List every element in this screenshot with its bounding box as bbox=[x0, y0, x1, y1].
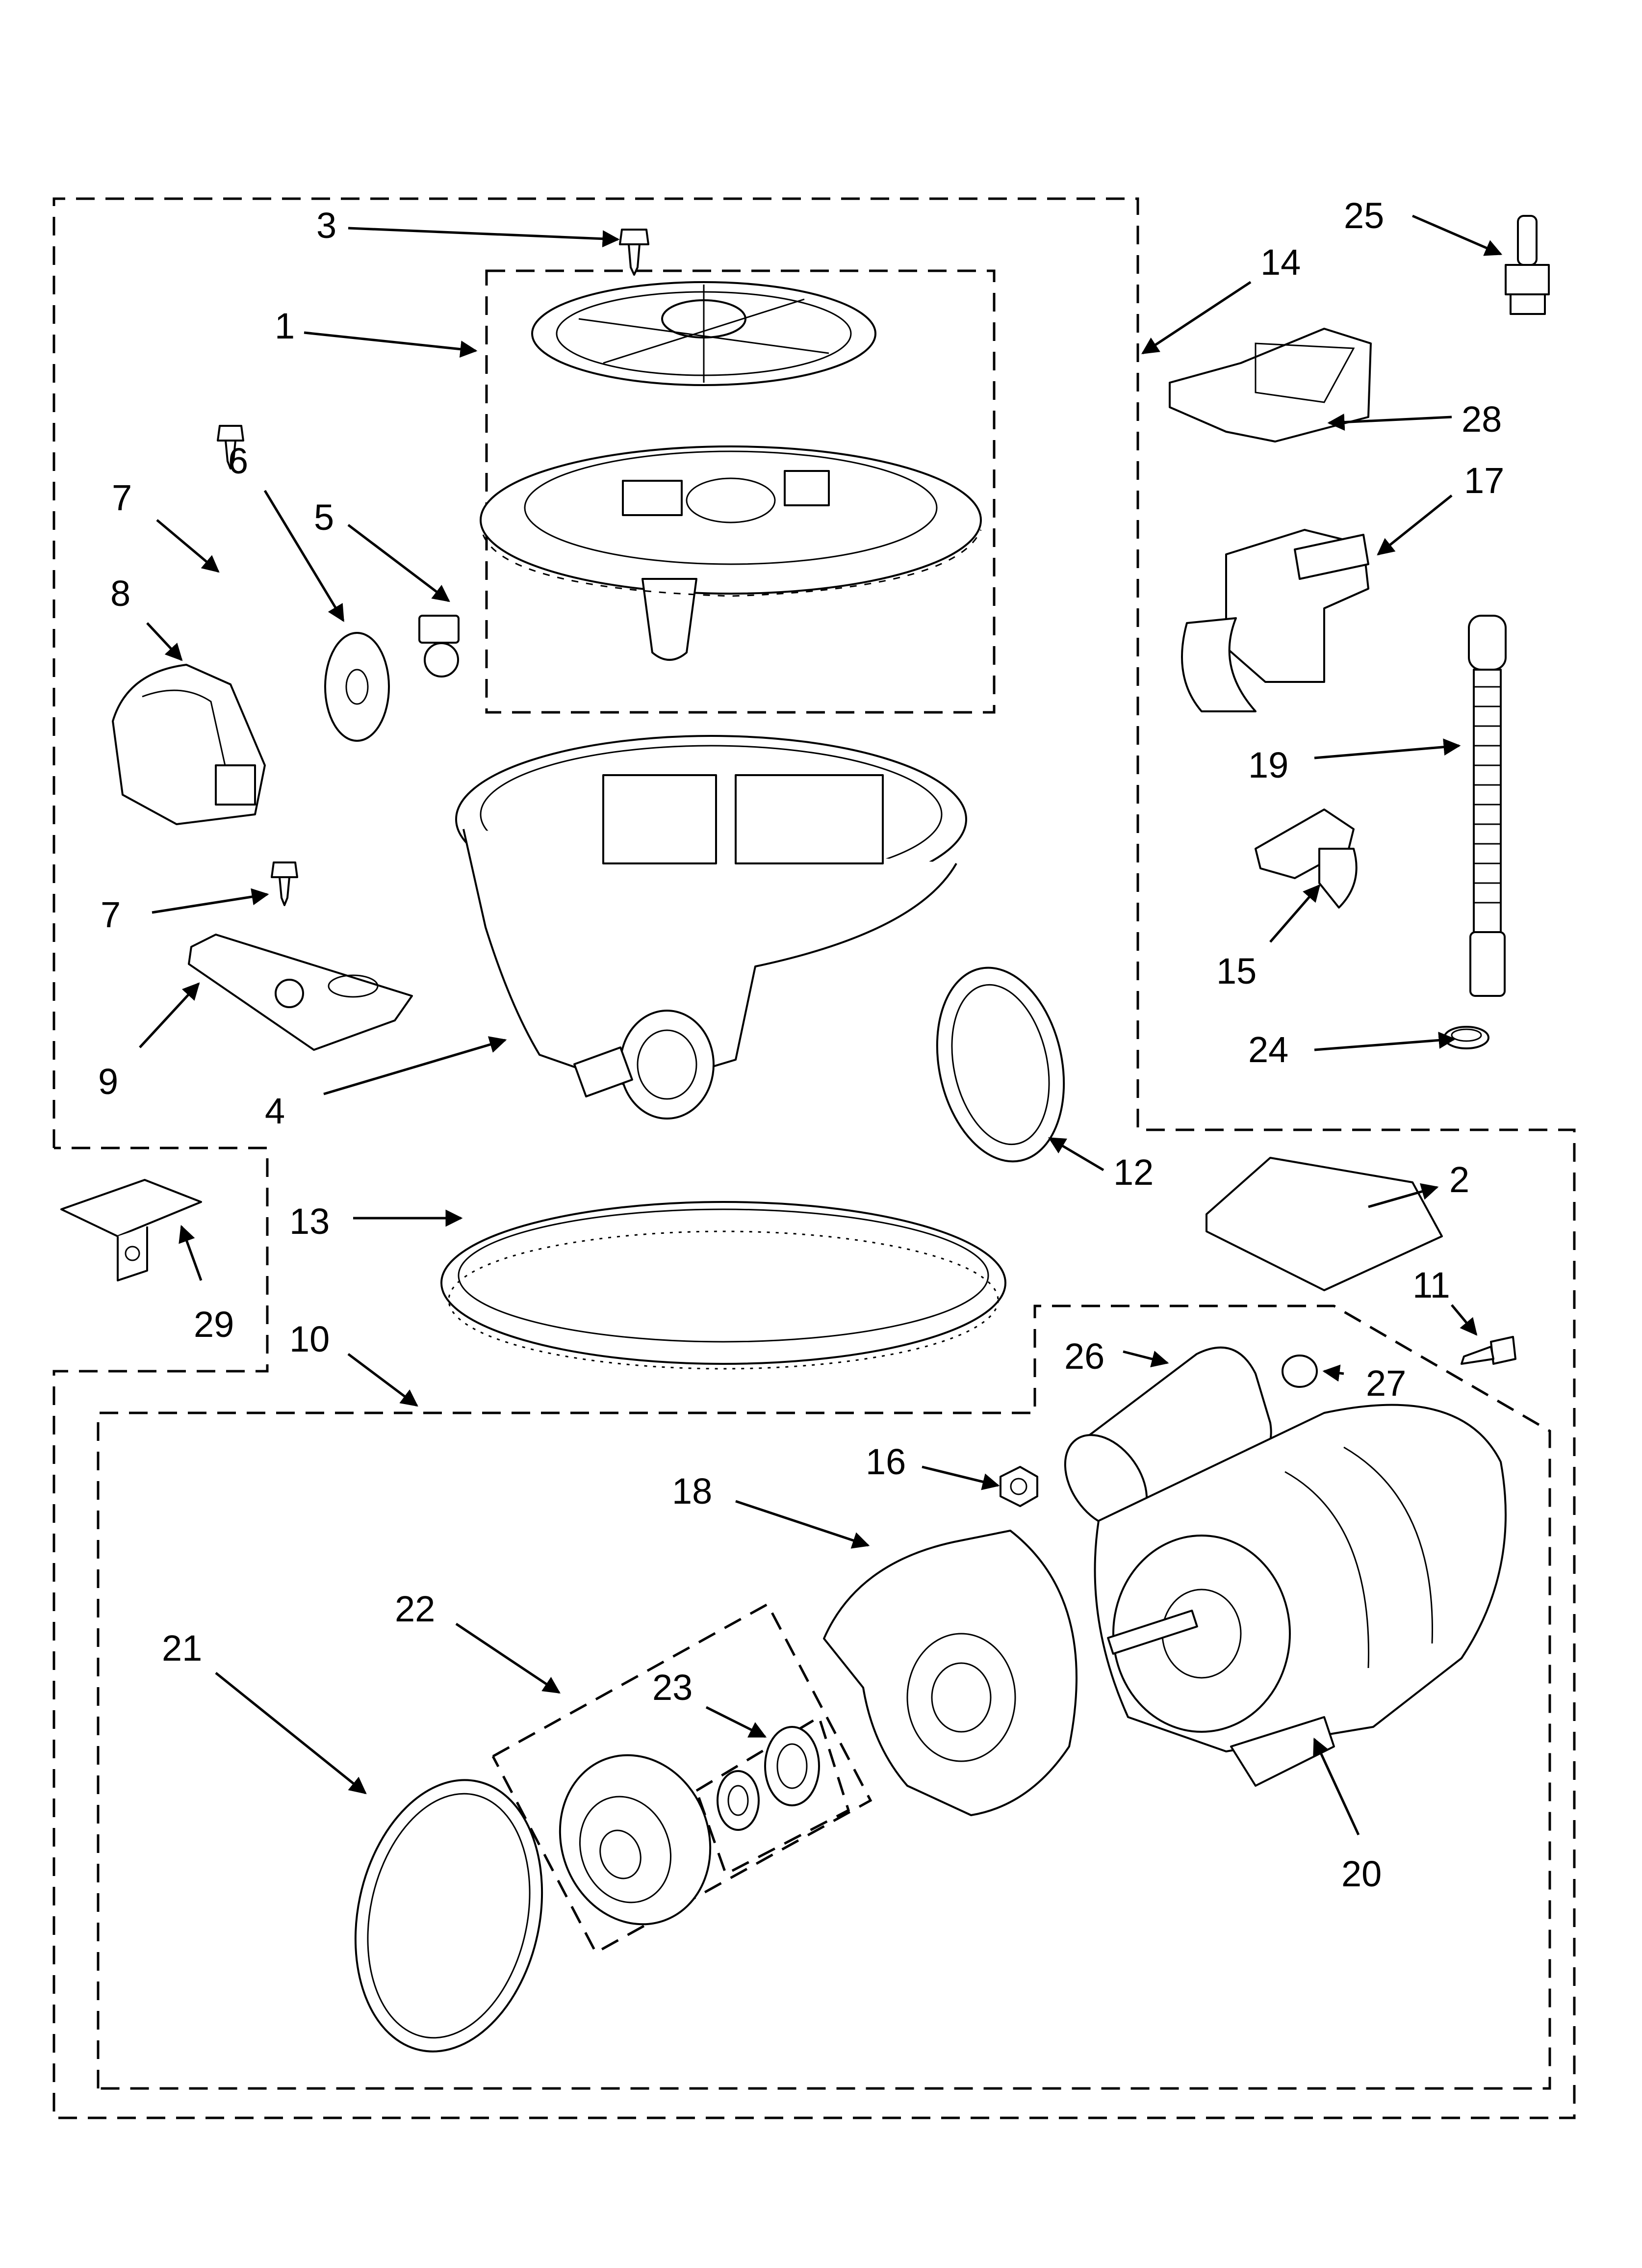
callout-17[interactable]: 17 bbox=[1464, 460, 1504, 501]
part-29-bracket bbox=[60, 1179, 202, 1281]
callout-7-lower[interactable]: 7 bbox=[101, 894, 121, 935]
part-7-screw-lower bbox=[271, 861, 298, 906]
callout-20[interactable]: 20 bbox=[1341, 1853, 1382, 1894]
callout-9[interactable]: 9 bbox=[98, 1061, 118, 1102]
part-7-screw-upper bbox=[217, 425, 244, 469]
callout-18[interactable]: 18 bbox=[672, 1471, 712, 1512]
part-20-motor bbox=[1094, 1404, 1507, 1787]
callout-8[interactable]: 8 bbox=[110, 573, 130, 614]
leader-arrows bbox=[139, 214, 1503, 1836]
part-5-clip bbox=[418, 615, 460, 678]
callout-15[interactable]: 15 bbox=[1216, 951, 1257, 991]
callout-13[interactable]: 13 bbox=[289, 1201, 330, 1242]
parts bbox=[60, 215, 1550, 2053]
part-24-clamp bbox=[1443, 1026, 1489, 1049]
part-8-housing bbox=[112, 664, 266, 825]
callout-7-upper[interactable]: 7 bbox=[112, 477, 132, 518]
part-22-impeller-housing bbox=[559, 1754, 712, 1926]
callout-25[interactable]: 25 bbox=[1344, 195, 1384, 236]
part-19-hose bbox=[1468, 615, 1507, 997]
callout-10[interactable]: 10 bbox=[289, 1319, 330, 1359]
callout-28[interactable]: 28 bbox=[1462, 399, 1502, 440]
callout-21[interactable]: 21 bbox=[162, 1628, 202, 1668]
part-15-clip bbox=[1255, 808, 1358, 909]
callout-24[interactable]: 24 bbox=[1248, 1029, 1288, 1070]
callout-23[interactable]: 23 bbox=[652, 1667, 693, 1708]
callout-16[interactable]: 16 bbox=[866, 1441, 906, 1482]
callout-11[interactable]: 11 bbox=[1412, 1265, 1450, 1305]
callout-labels: 1 2 3 4 5 6 7 7 8 9 10 11 12 13 14 15 16… bbox=[98, 195, 1504, 1894]
part-12-ring bbox=[936, 966, 1065, 1163]
callout-5[interactable]: 5 bbox=[314, 497, 334, 538]
part-1-filter-assembly bbox=[480, 281, 982, 661]
part-27-washer bbox=[1282, 1355, 1318, 1388]
part-4-sump bbox=[455, 735, 967, 1120]
callout-6[interactable]: 6 bbox=[228, 441, 248, 481]
part-6-wheel bbox=[324, 632, 390, 742]
pump-assembly-boundary bbox=[97, 1304, 1551, 2090]
callout-22[interactable]: 22 bbox=[395, 1589, 435, 1629]
callout-27[interactable]: 27 bbox=[1366, 1363, 1406, 1404]
callout-4[interactable]: 4 bbox=[265, 1091, 285, 1131]
callout-2[interactable]: 2 bbox=[1449, 1159, 1469, 1200]
part-9-plate bbox=[188, 934, 413, 1051]
filter-assembly-boundary bbox=[485, 269, 996, 714]
callout-19[interactable]: 19 bbox=[1248, 745, 1288, 785]
part-23-seal bbox=[717, 1726, 820, 1831]
sump-assembly-boundary bbox=[52, 197, 1576, 2119]
part-16-nut bbox=[1000, 1466, 1038, 1507]
part-18-pump-cover bbox=[823, 1530, 1078, 1816]
part-28-shield bbox=[1169, 328, 1372, 443]
part-3-screw bbox=[619, 229, 649, 276]
part-25-sensor bbox=[1505, 215, 1550, 315]
callout-12[interactable]: 12 bbox=[1113, 1152, 1154, 1193]
part-11-screw bbox=[1461, 1336, 1516, 1365]
part-17-switch bbox=[1181, 529, 1369, 712]
part-21-o-ring bbox=[354, 1779, 543, 2053]
assembly-boundaries bbox=[52, 197, 1576, 2119]
part-13-gasket bbox=[440, 1201, 1006, 1370]
callout-1[interactable]: 1 bbox=[275, 306, 295, 346]
callout-29[interactable]: 29 bbox=[194, 1304, 234, 1345]
callout-3[interactable]: 3 bbox=[316, 205, 336, 246]
inner-pump-boundary bbox=[491, 1602, 872, 1955]
callout-14[interactable]: 14 bbox=[1260, 242, 1301, 283]
part-2-shield bbox=[1206, 1157, 1443, 1291]
callout-26[interactable]: 26 bbox=[1064, 1336, 1104, 1377]
